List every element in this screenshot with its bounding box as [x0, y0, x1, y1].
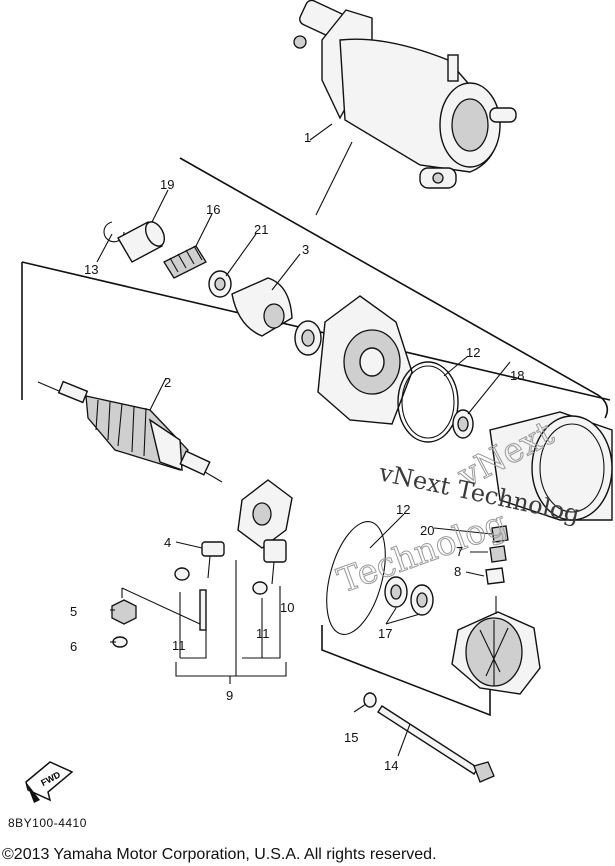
- callout-9: 9: [226, 688, 233, 703]
- callout-12-upper: 12: [466, 345, 480, 360]
- callout-19: 19: [160, 177, 174, 192]
- callout-6: 6: [70, 639, 77, 654]
- callout-3: 3: [302, 242, 309, 257]
- callout-13: 13: [84, 262, 98, 277]
- leader-lines: [96, 123, 511, 757]
- spring: [163, 245, 207, 279]
- washer-21: [208, 270, 232, 298]
- callout-11-left: 11: [172, 638, 186, 653]
- lower-bracket-frame: [321, 625, 491, 717]
- callout-4: 4: [164, 535, 171, 550]
- callout-17: 17: [378, 626, 392, 641]
- starter-motor-assembly: [293, 0, 517, 189]
- nuts-7-8-20: [485, 525, 509, 585]
- callout-10: 10: [280, 600, 294, 615]
- copyright-notice: ©2013 Yamaha Motor Corporation, U.S.A. A…: [2, 846, 437, 863]
- diagram-code: 8BY100-4410: [8, 816, 87, 830]
- callout-14: 14: [384, 758, 398, 773]
- screw-left: [174, 567, 207, 631]
- callout-20: 20: [420, 523, 434, 538]
- collar: [117, 221, 166, 263]
- washer-18: [452, 409, 474, 439]
- callout-7: 7: [456, 544, 463, 559]
- washer-small: [294, 320, 322, 356]
- rear-cover: [451, 596, 541, 695]
- callout-labels: 1 19 16 21 3 13 2 12 18 12 20 7 8 4 5 6 …: [70, 130, 524, 773]
- callout-18: 18: [510, 368, 524, 383]
- callout-12-lower: 12: [396, 502, 410, 517]
- o-ring-12-upper: [397, 361, 459, 443]
- brush-holder-left: [201, 541, 225, 579]
- yoke: [489, 411, 613, 521]
- bolt-5: [111, 599, 137, 625]
- callout-11-right: 11: [256, 626, 270, 641]
- callout-1: 1: [304, 130, 311, 145]
- armature: [37, 380, 223, 483]
- callout-15: 15: [344, 730, 358, 745]
- washer-15: [363, 692, 377, 708]
- shims-17: [384, 576, 434, 616]
- brush-plate: [237, 479, 293, 549]
- clutch-gear: [231, 277, 293, 337]
- screw-right: [252, 581, 268, 595]
- callout-5: 5: [70, 604, 77, 619]
- callout-8: 8: [454, 564, 461, 579]
- fwd-arrow-icon: FWD: [25, 761, 74, 803]
- callout-16: 16: [206, 202, 220, 217]
- through-bolt: [377, 705, 495, 783]
- assembly-link-line: [315, 141, 353, 216]
- callout-2: 2: [164, 375, 171, 390]
- callout-21: 21: [254, 222, 268, 237]
- o-ring-12-lower: [326, 521, 386, 635]
- brush-holder-right: [263, 539, 287, 585]
